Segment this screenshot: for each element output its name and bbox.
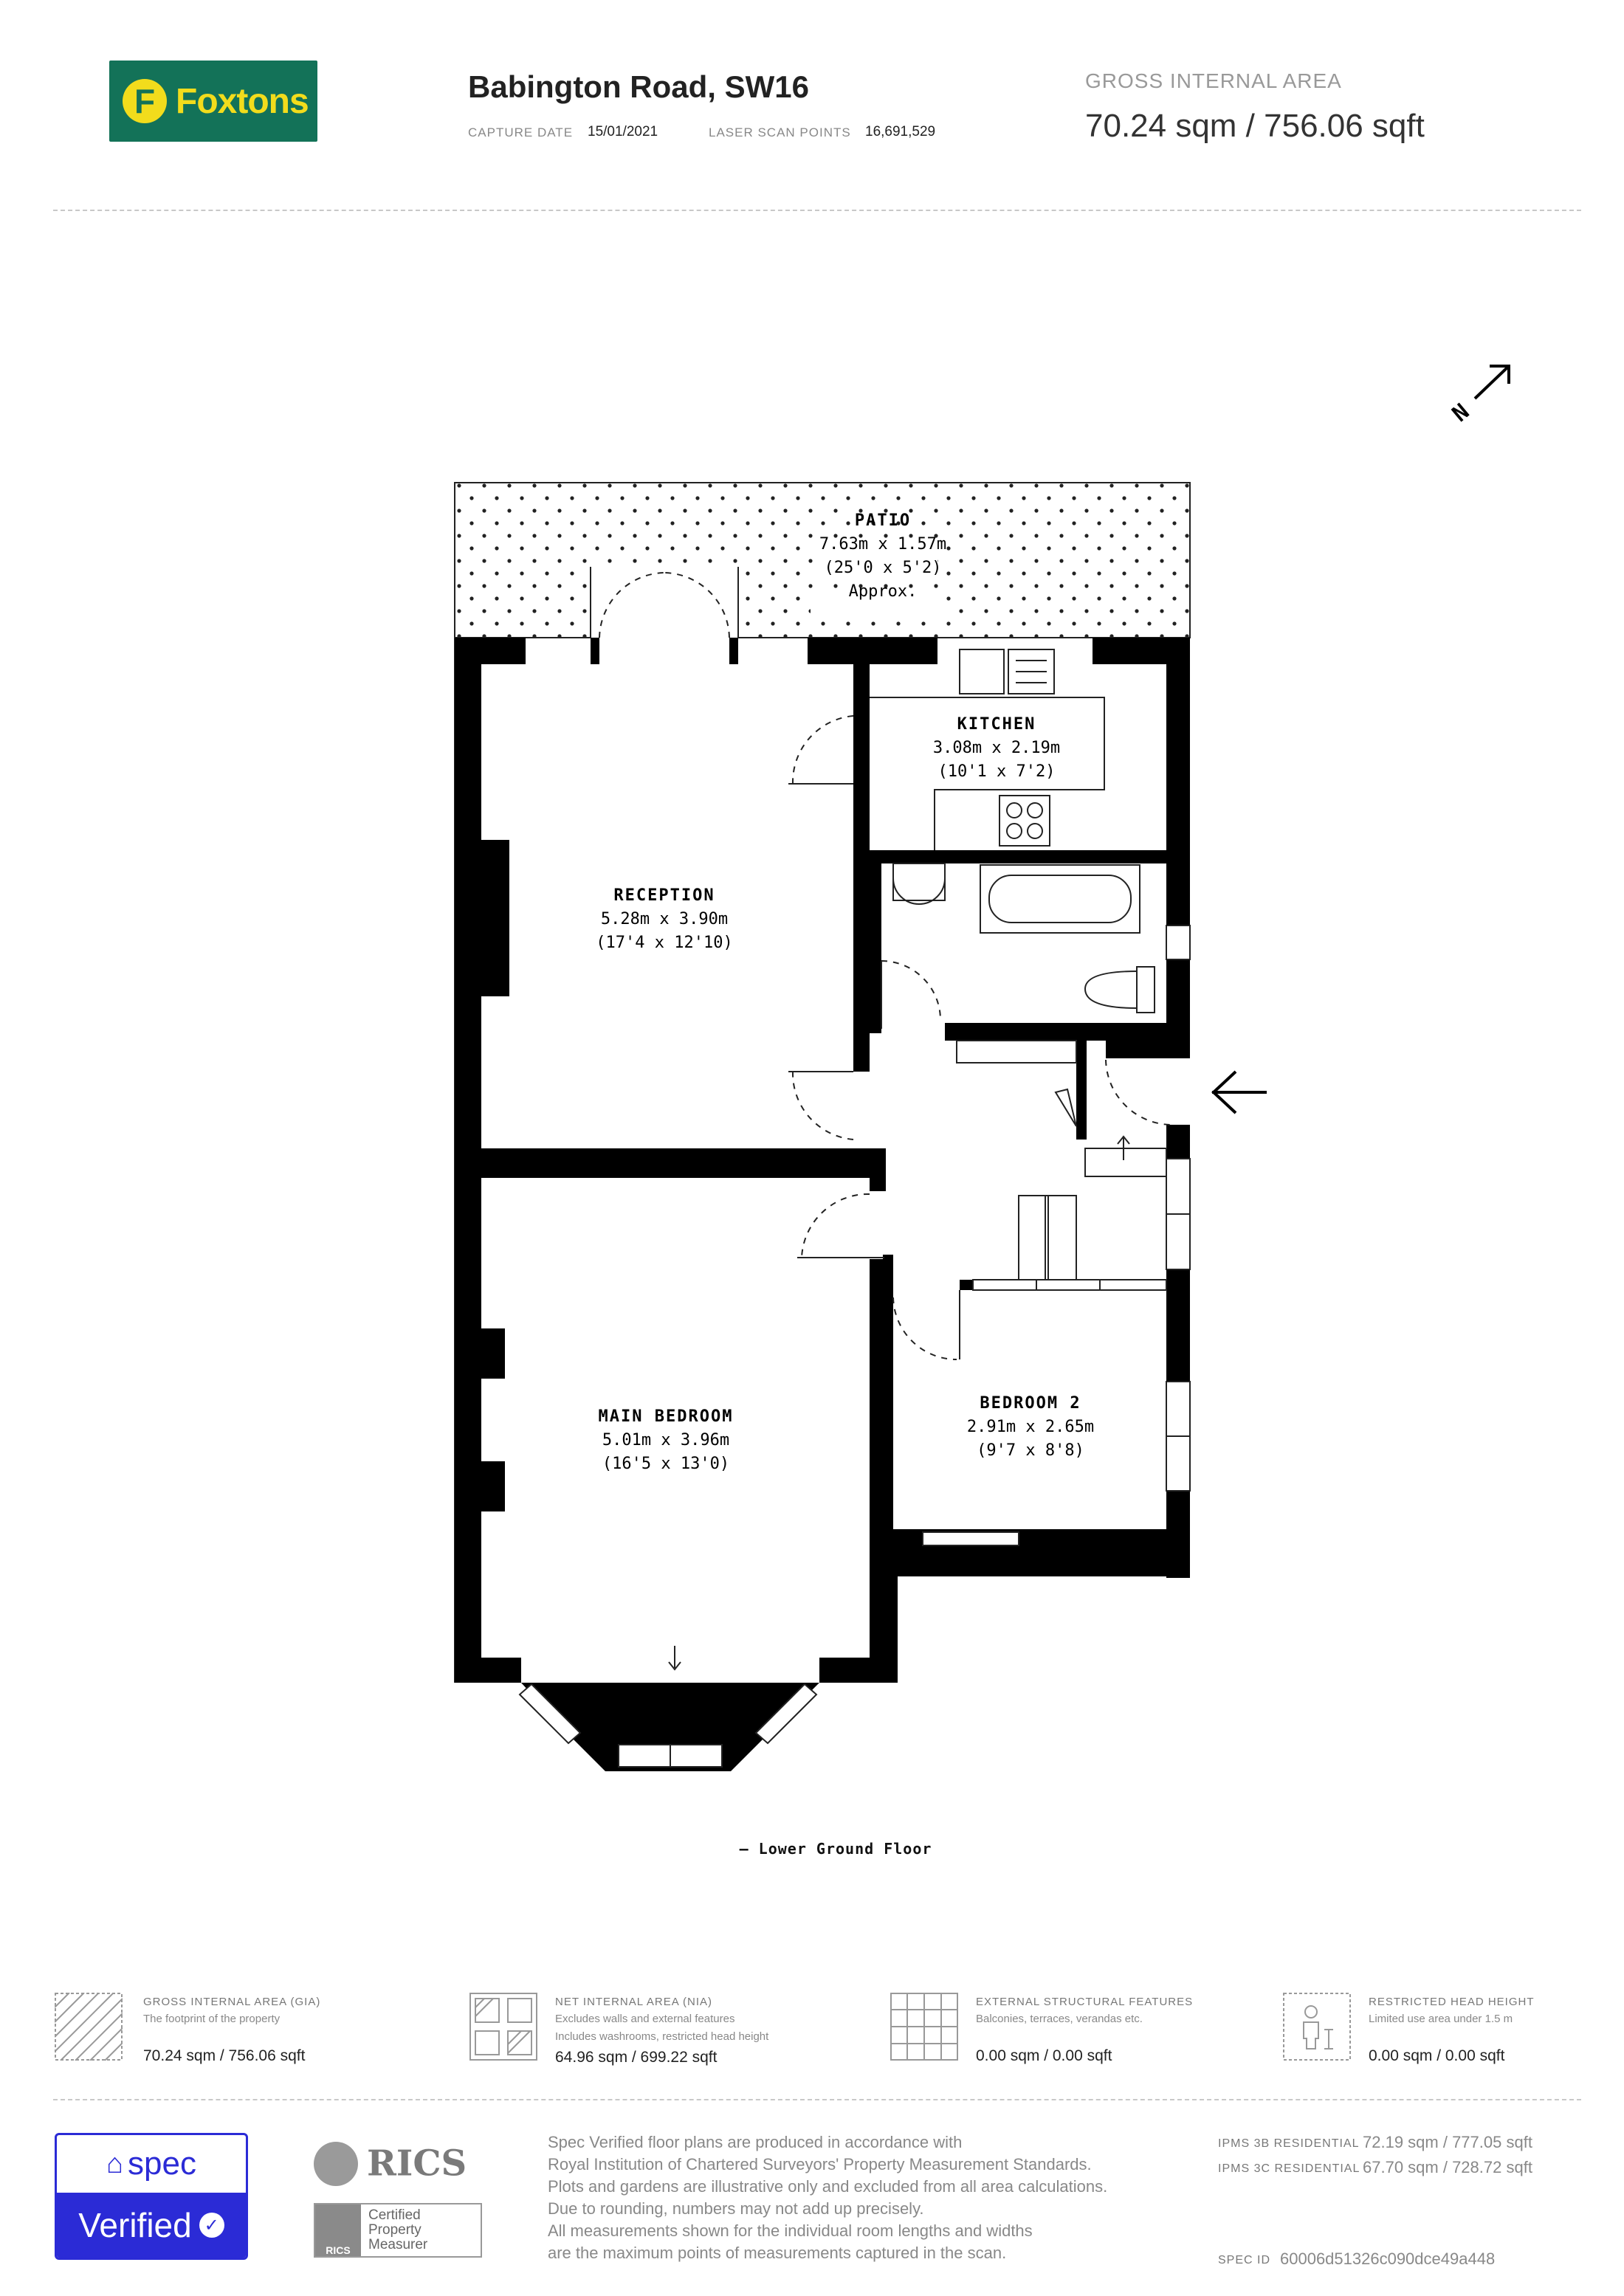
- spec-verified-badge: ⌂ spec Verified ✓: [55, 2133, 248, 2260]
- legend-external-value: 0.00 sqm / 0.00 sqft: [976, 2047, 1112, 2064]
- legend-gia-title: GROSS INTERNAL AREA (GIA): [143, 1996, 321, 2008]
- disclaimer-line: Royal Institution of Chartered Surveyors…: [548, 2155, 1092, 2173]
- spec-name: spec: [128, 2145, 196, 2182]
- foxtons-logo-text: Foxtons: [176, 81, 309, 121]
- spec-verified: Verified ✓: [57, 2193, 246, 2258]
- reception-imperial: (17'4 x 12'10): [596, 934, 732, 952]
- scan-points-label: LASER SCAN POINTS: [709, 125, 851, 139]
- capture-date-label: CAPTURE DATE: [468, 125, 574, 139]
- foxtons-logo: F Foxtons: [109, 61, 317, 142]
- ipms-3b-value: 72.19 sqm / 777.05 sqft: [1363, 2133, 1532, 2151]
- ipms-3b-label: IPMS 3B RESIDENTIAL: [1218, 2137, 1360, 2150]
- rics-text: RICS: [367, 2142, 467, 2185]
- ipms-3c-label: IPMS 3C RESIDENTIAL: [1218, 2162, 1360, 2175]
- capture-date: 15/01/2021: [588, 124, 658, 139]
- disclaimer: Spec Verified floor plans are produced i…: [548, 2131, 1197, 2264]
- grid-icon: [890, 1993, 958, 2061]
- patio-note: Approx.: [849, 582, 918, 601]
- ipms-3c-value: 67.70 sqm / 728.72 sqft: [1363, 2158, 1532, 2176]
- legend-gia-value: 70.24 sqm / 756.06 sqft: [143, 2047, 306, 2064]
- spec-house-icon: ⌂: [106, 2148, 123, 2179]
- bedroom2-imperial: (9'7 x 8'8): [977, 1441, 1084, 1460]
- legend-gia-sub: The footprint of the property: [143, 2013, 281, 2025]
- rics-badge: RICS: [315, 2204, 361, 2256]
- hatch-icon: [54, 1992, 123, 2061]
- kitchen-metric: 3.08m x 2.19m: [933, 739, 1060, 757]
- kitchen-imperial: (10'1 x 7'2): [938, 762, 1056, 781]
- legend-restricted-title: RESTRICTED HEAD HEIGHT: [1369, 1996, 1535, 2008]
- legend-gia: [54, 1992, 123, 2064]
- gia-header-value: 70.24 sqm / 756.06 sqft: [1085, 108, 1425, 144]
- foxtons-logo-mark: F: [123, 79, 167, 123]
- legend-external: [890, 1993, 958, 2064]
- nia-icon: [469, 1993, 537, 2061]
- scan-points: 16,691,529: [865, 124, 936, 139]
- floor-label: — Lower Ground Floor: [740, 1840, 932, 1858]
- walls: [455, 638, 1190, 1683]
- reception-metric: 5.28m x 3.90m: [601, 910, 728, 928]
- compass-label: N: [1448, 399, 1474, 427]
- kitchen-name: KITCHEN: [957, 715, 1036, 734]
- main-bedroom-name: MAIN BEDROOM: [599, 1407, 734, 1426]
- disclaimer-line: Plots and gardens are illustrative only …: [548, 2177, 1108, 2196]
- rics-lion-icon: [314, 2141, 358, 2186]
- rics-cert-line: Property: [368, 2222, 422, 2238]
- rics-logo: RICS: [314, 2140, 467, 2186]
- legend-external-title: EXTERNAL STRUCTURAL FEATURES: [976, 1996, 1194, 2008]
- disclaimer-line: Spec Verified floor plans are produced i…: [548, 2133, 963, 2151]
- footer-divider: [53, 2099, 1581, 2100]
- main-bedroom-imperial: (16'5 x 13'0): [602, 1455, 729, 1473]
- entrance-arrow-icon: [1211, 1070, 1267, 1114]
- reception-name: RECEPTION: [613, 886, 715, 905]
- legend-restricted-value: 0.00 sqm / 0.00 sqft: [1369, 2047, 1505, 2064]
- disclaimer-line: are the maximum points of measurements c…: [548, 2244, 1007, 2262]
- patio-imperial: (25'0 x 5'2): [825, 559, 942, 577]
- legend-nia: [469, 1993, 537, 2064]
- header-divider: [53, 210, 1581, 211]
- legend-nia-value: 64.96 sqm / 699.22 sqft: [555, 2049, 718, 2066]
- main-bedroom-metric: 5.01m x 3.96m: [602, 1431, 729, 1449]
- rics-cert-text: Certified Property Measurer: [361, 2208, 427, 2252]
- patio-name: PATIO: [855, 511, 911, 530]
- patio-metric: 7.63m x 1.57m: [819, 535, 946, 554]
- legend-nia-sub1: Excludes walls and external features: [555, 2013, 735, 2025]
- legend-external-sub: Balconies, terraces, verandas etc.: [976, 2013, 1143, 2025]
- rics-certified-badge: RICS Certified Property Measurer: [314, 2203, 482, 2258]
- property-address: Babington Road, SW16: [468, 69, 809, 104]
- spec-id-value: 60006d51326c090dce49a448: [1280, 2250, 1496, 2268]
- rics-cert-line: Certified: [368, 2207, 421, 2223]
- spec-id-label: SPEC ID: [1218, 2254, 1271, 2266]
- legend-nia-title: NET INTERNAL AREA (NIA): [555, 1996, 713, 2008]
- legend-restricted-sub: Limited use area under 1.5 m: [1369, 2013, 1513, 2025]
- rics-cert-line: Measurer: [368, 2237, 428, 2252]
- legend-nia-sub2: Includes washrooms, restricted head heig…: [555, 2030, 769, 2043]
- disclaimer-line: All measurements shown for the individua…: [548, 2221, 1033, 2240]
- spec-verified-text: Verified: [78, 2206, 192, 2244]
- check-icon: ✓: [199, 2213, 224, 2238]
- legend-restricted: [1283, 1993, 1351, 2064]
- bedroom2-metric: 2.91m x 2.65m: [967, 1418, 1094, 1436]
- disclaimer-line: Due to rounding, numbers may not add up …: [548, 2199, 924, 2218]
- gia-header-label: GROSS INTERNAL AREA: [1085, 69, 1342, 92]
- bedroom2-name: BEDROOM 2: [980, 1394, 1081, 1413]
- floor-plan: N PATIO 7.63m x 1.57m (25'0 x 5'2) Appro…: [454, 365, 1510, 1858]
- person-icon: [1283, 1993, 1351, 2061]
- spec-logo: ⌂ spec: [57, 2135, 246, 2193]
- compass-icon: [1473, 365, 1510, 400]
